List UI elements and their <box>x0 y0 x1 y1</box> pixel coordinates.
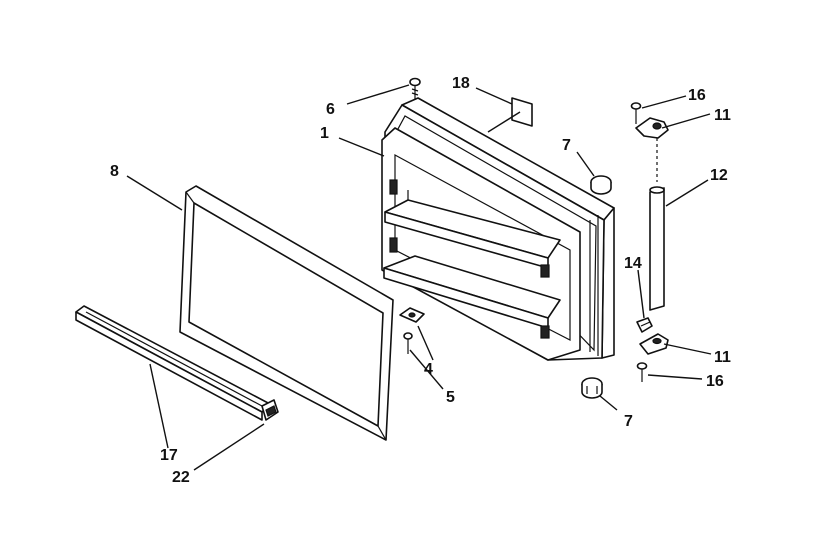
end-cap-22-icon <box>261 399 279 421</box>
callout-1: 1 <box>320 125 329 142</box>
callout-11-top: 11 <box>714 107 731 124</box>
callout-14: 14 <box>624 255 642 272</box>
label-18-icon <box>511 97 533 127</box>
door-assembly <box>381 97 615 361</box>
upper-hinge-icon <box>635 117 669 139</box>
screw-16-top-icon <box>630 102 642 124</box>
door-hinge-4-icon <box>399 307 425 323</box>
callout-17: 17 <box>160 447 178 464</box>
callout-12: 12 <box>710 167 728 184</box>
callout-11-bottom: 11 <box>714 349 731 366</box>
lower-hinge-icon <box>639 333 669 355</box>
callouts: 6 18 16 11 1 7 12 8 14 4 11 5 16 7 17 22 <box>110 75 731 486</box>
callout-7-top: 7 <box>562 137 571 154</box>
callout-8: 8 <box>110 163 119 180</box>
callout-16-top: 16 <box>688 87 706 104</box>
callout-6: 6 <box>326 101 335 118</box>
hinge-bracket-14-icon <box>636 317 653 333</box>
gasket-8-icon <box>179 185 394 441</box>
callout-22: 22 <box>172 469 190 486</box>
callout-16-bottom: 16 <box>706 373 724 390</box>
callout-18: 18 <box>452 75 470 92</box>
leader-lines <box>126 84 712 471</box>
door-stop-bottom-icon <box>581 377 603 399</box>
hinge-cover-12-icon <box>649 186 665 311</box>
callout-4: 4 <box>424 361 433 378</box>
screw-5-icon <box>403 332 413 354</box>
callout-7-bottom: 7 <box>624 413 633 430</box>
door-stop-top-icon <box>590 175 612 195</box>
screw-6-icon <box>409 77 421 100</box>
screw-16-bottom-icon <box>636 362 648 382</box>
callout-5: 5 <box>446 389 455 406</box>
